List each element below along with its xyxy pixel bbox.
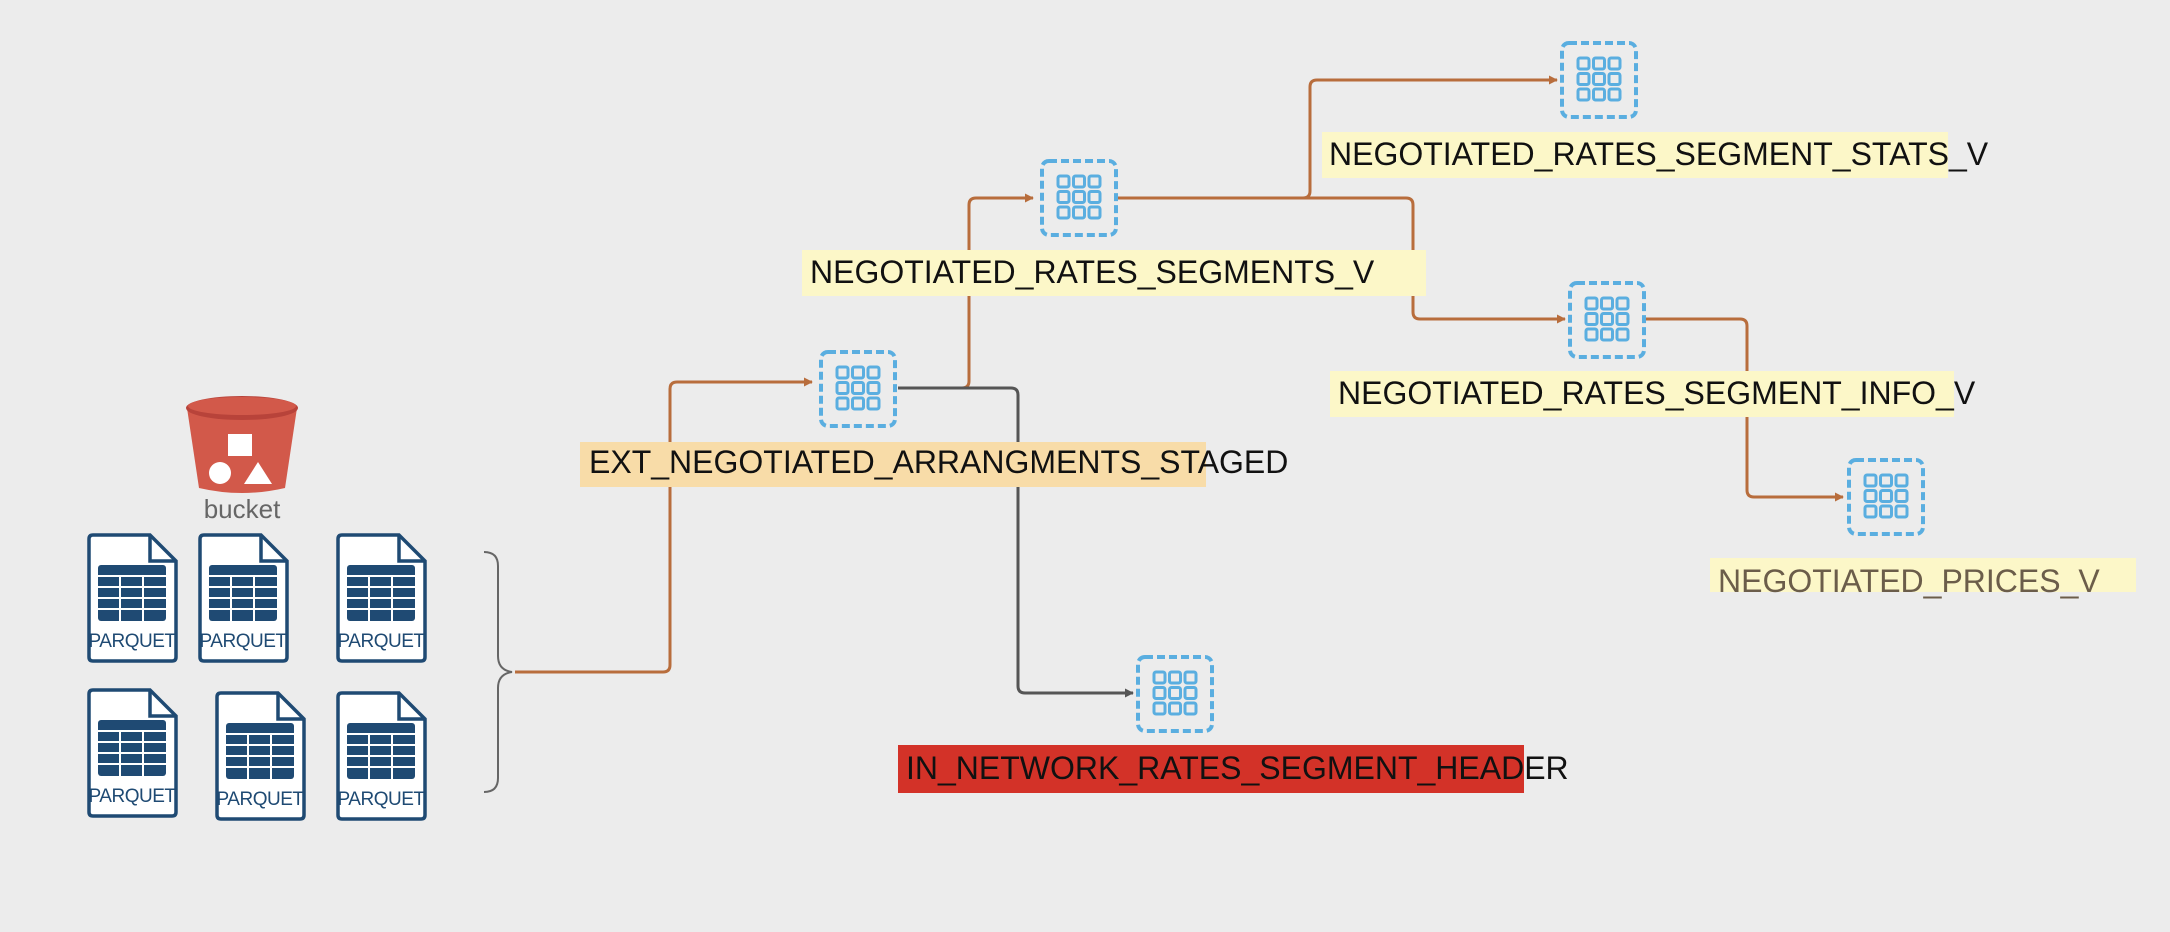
ext-staged-node-icon[interactable]	[818, 349, 898, 429]
edge-ext-staged-to-in-network-header	[898, 386, 1134, 698]
bucket-icon	[186, 396, 298, 493]
table-node-icon	[1136, 655, 1214, 733]
parquet-file-icon[interactable]: PARQUET	[84, 688, 180, 818]
table-node-icon	[1847, 458, 1925, 536]
prices-v-label[interactable]: NEGOTIATED_PRICES_V	[1718, 563, 2100, 599]
parquet-file-label: PARQUET	[337, 789, 425, 810]
file-group-brace	[483, 551, 513, 793]
parquet-file-icon[interactable]: PARQUET	[333, 533, 429, 663]
parquet-file-icon[interactable]: PARQUET	[333, 691, 429, 821]
prices-v-highlight	[1710, 558, 2136, 592]
segment-stats-v-node-icon[interactable]	[1559, 40, 1639, 120]
segment-info-v-highlight	[1330, 371, 1954, 417]
table-node-icon	[1560, 41, 1638, 119]
edge-files-to-ext-staged	[515, 377, 813, 674]
prices-v-node-icon[interactable]	[1846, 457, 1926, 537]
ext-staged-label[interactable]: EXT_NEGOTIATED_ARRANGMENTS_STAGED	[589, 444, 1289, 480]
table-node-icon	[1568, 281, 1646, 359]
parquet-file-icon[interactable]: PARQUET	[84, 533, 180, 663]
segment-stats-v-highlight	[1322, 132, 1948, 178]
table-node-icon	[1040, 159, 1118, 237]
segments-v-node-icon[interactable]	[1039, 158, 1119, 238]
parquet-file-label: PARQUET	[88, 631, 176, 652]
segment-info-v-label[interactable]: NEGOTIATED_RATES_SEGMENT_INFO_V	[1338, 375, 1976, 411]
parquet-file-label: PARQUET	[88, 786, 176, 807]
table-node-icon	[819, 350, 897, 428]
in-network-header-node-icon[interactable]	[1135, 654, 1215, 734]
bucket-node[interactable]: bucket	[180, 392, 304, 524]
parquet-file-label: PARQUET	[337, 631, 425, 652]
segment-info-v-node-icon[interactable]	[1567, 280, 1647, 360]
parquet-file-icon[interactable]: PARQUET	[195, 533, 291, 663]
bucket-label: bucket	[203, 494, 281, 524]
parquet-file-label: PARQUET	[216, 789, 304, 810]
parquet-file-icon[interactable]: PARQUET	[212, 691, 308, 821]
in-network-header-highlight	[898, 745, 1524, 793]
ext-staged-highlight	[580, 442, 1206, 487]
segment-stats-v-label[interactable]: NEGOTIATED_RATES_SEGMENT_STATS_V	[1329, 136, 1989, 172]
segments-v-label[interactable]: NEGOTIATED_RATES_SEGMENTS_V	[810, 254, 1375, 290]
segments-v-highlight	[802, 250, 1426, 296]
parquet-file-label: PARQUET	[199, 631, 287, 652]
in-network-header-label[interactable]: IN_NETWORK_RATES_SEGMENT_HEADER	[906, 750, 1569, 786]
